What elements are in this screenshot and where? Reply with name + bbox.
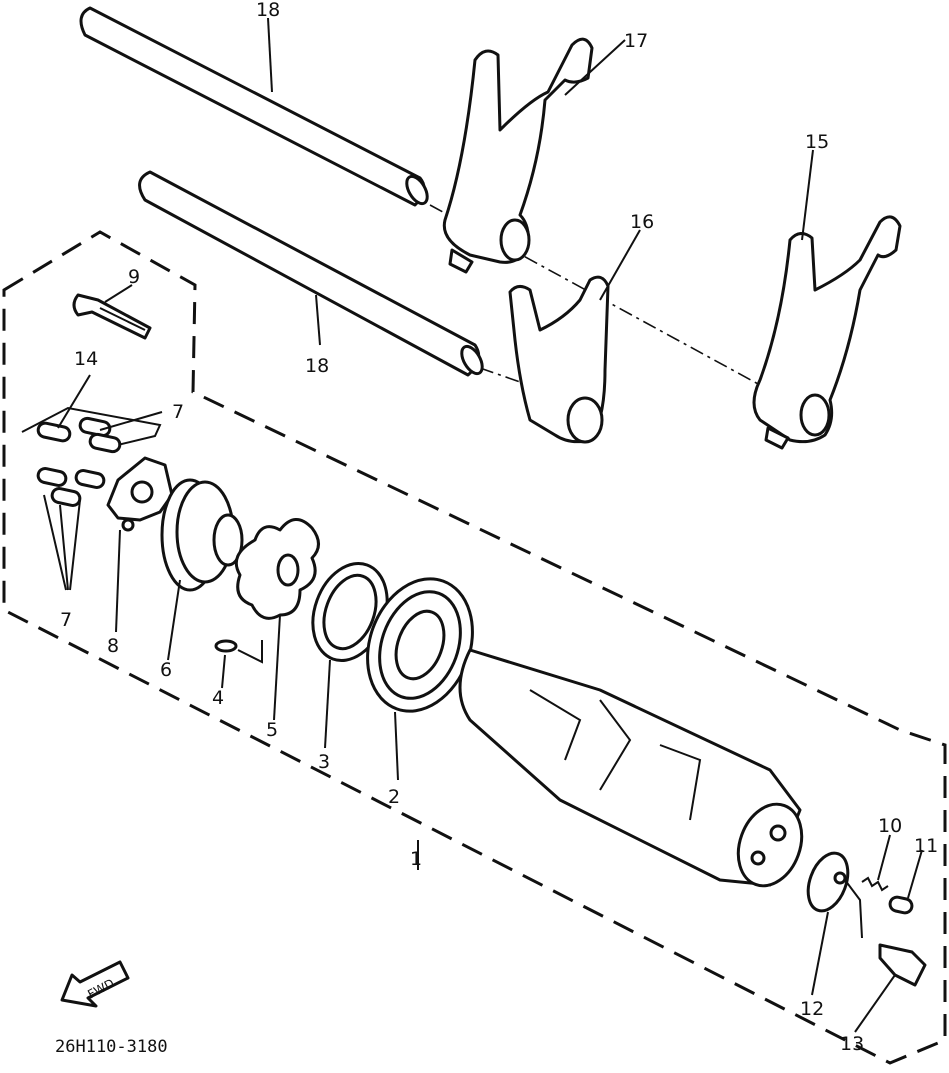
- segment-8: [106, 456, 174, 532]
- assembly-boundary: [2, 230, 947, 1065]
- plate-12-guide: [844, 879, 863, 939]
- label-5: 5: [266, 719, 278, 741]
- label-8: 8: [107, 635, 119, 657]
- screw-9: [72, 293, 152, 340]
- shift-fork-17: [442, 37, 594, 274]
- label-1: 1: [410, 848, 422, 870]
- label-14: 14: [74, 348, 98, 370]
- spring-10: [861, 876, 889, 892]
- leader-lines: [57, 17, 923, 1033]
- plate-12: [806, 851, 850, 913]
- pin-4-guide: [237, 640, 263, 664]
- label-18-upper: 18: [256, 0, 280, 21]
- diagram-code: 26H110-3180: [55, 1037, 168, 1057]
- label-15: 15: [805, 131, 829, 153]
- pins-group-lower: [36, 467, 106, 591]
- circlip-3: [311, 562, 389, 662]
- label-18-lower: 18: [305, 355, 329, 377]
- label-7-upper: 7: [172, 401, 184, 423]
- label-7-lower: 7: [60, 609, 72, 631]
- shift-fork-shaft-upper: [79, 6, 429, 207]
- label-10: 10: [878, 815, 902, 837]
- label-2: 2: [388, 786, 400, 808]
- label-12: 12: [800, 998, 824, 1020]
- shaft-center-line: [479, 367, 521, 383]
- pins-group-upper: [21, 406, 162, 454]
- label-3: 3: [318, 751, 330, 773]
- label-13: 13: [840, 1033, 864, 1055]
- shift-drum: [458, 648, 804, 888]
- pin-4: [214, 639, 238, 653]
- screw-13: [878, 943, 927, 987]
- pin-11: [888, 895, 914, 915]
- cam-6: [160, 478, 244, 592]
- front-direction-arrow: FWD: [60, 960, 130, 1008]
- label-6: 6: [160, 659, 172, 681]
- stopper-plate-5: [234, 518, 320, 620]
- label-16: 16: [630, 211, 654, 233]
- label-9: 9: [128, 266, 140, 288]
- label-4: 4: [212, 687, 224, 709]
- label-11: 11: [914, 835, 938, 857]
- shift-fork-16: [508, 275, 610, 444]
- label-17: 17: [624, 30, 648, 52]
- shift-fork-15: [752, 215, 902, 450]
- bearing-2: [366, 577, 474, 713]
- shift-fork-shaft-lower: [138, 170, 484, 377]
- plate-12-hole: [833, 871, 847, 885]
